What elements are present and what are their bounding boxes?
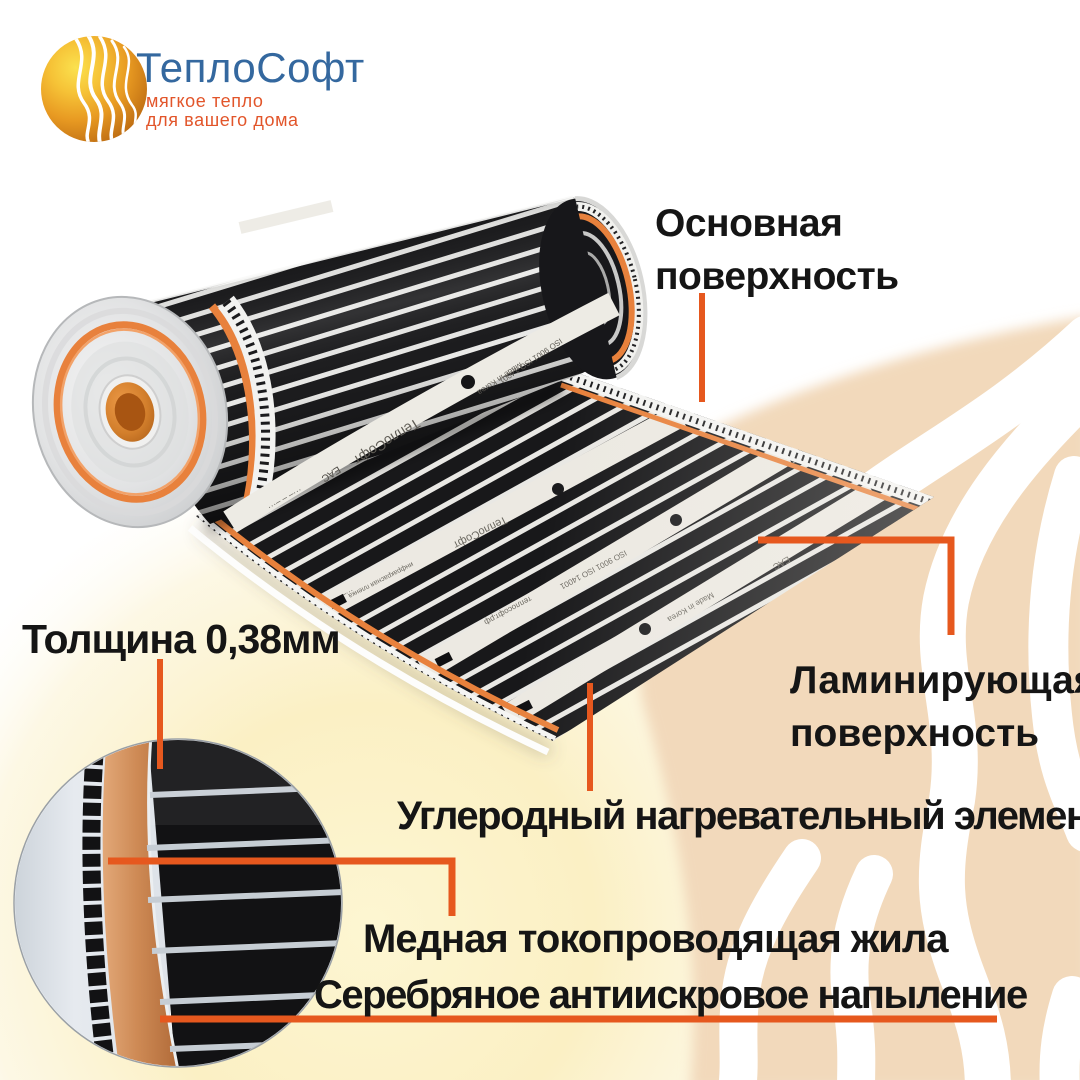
callout-laminating-surface: Ламинирующая поверхность <box>790 654 1080 760</box>
brand-tagline: мягкое тепло для вашего дома <box>146 92 299 130</box>
wave-ribbon <box>830 855 893 1080</box>
callout-copper-conductor: Медная токопроводящая жила <box>363 917 949 961</box>
callout-silver-coating: Серебряное антиискровое напыление <box>314 973 1028 1017</box>
brand-logo: ТеплоСофт мягкое тепло для вашего дома <box>38 30 378 155</box>
sheet-underside-sliver <box>187 525 550 756</box>
wave-ribbon <box>918 364 1080 1080</box>
callout-main-surface: Основная поверхность <box>655 197 899 303</box>
thickness-inset <box>13 738 343 1068</box>
wave-ribbon <box>1039 976 1080 1080</box>
brand-name: ТеплоСофт <box>136 44 365 91</box>
leader-lines <box>108 293 997 1023</box>
roll-edge-bands <box>208 295 276 516</box>
callout-carbon-element: Углеродный нагревательный элемент <box>397 794 1080 838</box>
brand-tagline-line2: для вашего дома <box>146 110 299 130</box>
inset-copper-silver-edge <box>147 740 181 1066</box>
strip-logo-dot <box>461 375 475 389</box>
inset-copper-layer <box>102 740 179 1066</box>
roll-top-edge-highlight <box>147 195 574 304</box>
callout-main-surface-line2: поверхность <box>655 255 899 298</box>
leader-laminating <box>758 536 955 635</box>
wave-ribbon <box>718 839 821 1080</box>
inset-silver-layer <box>82 740 116 1066</box>
roll-end-disc <box>31 295 229 529</box>
wave-ribbon <box>1028 456 1080 851</box>
logo-sphere-icon <box>41 36 147 142</box>
callout-laminating-line1: Ламинирующая <box>790 659 1080 702</box>
callout-thickness: Толщина 0,38мм <box>22 616 341 662</box>
inset-carbon-field <box>148 740 341 1066</box>
brand-tagline-line1: мягкое тепло <box>146 91 264 111</box>
film-roll: ТеплоСофт ···– – –··· ЕАС ISO 9001 ISO 1… <box>31 195 648 533</box>
callout-main-surface-line1: Основная <box>655 202 843 245</box>
callout-laminating-line2: поверхность <box>790 712 1040 755</box>
leader-copper <box>108 857 456 916</box>
